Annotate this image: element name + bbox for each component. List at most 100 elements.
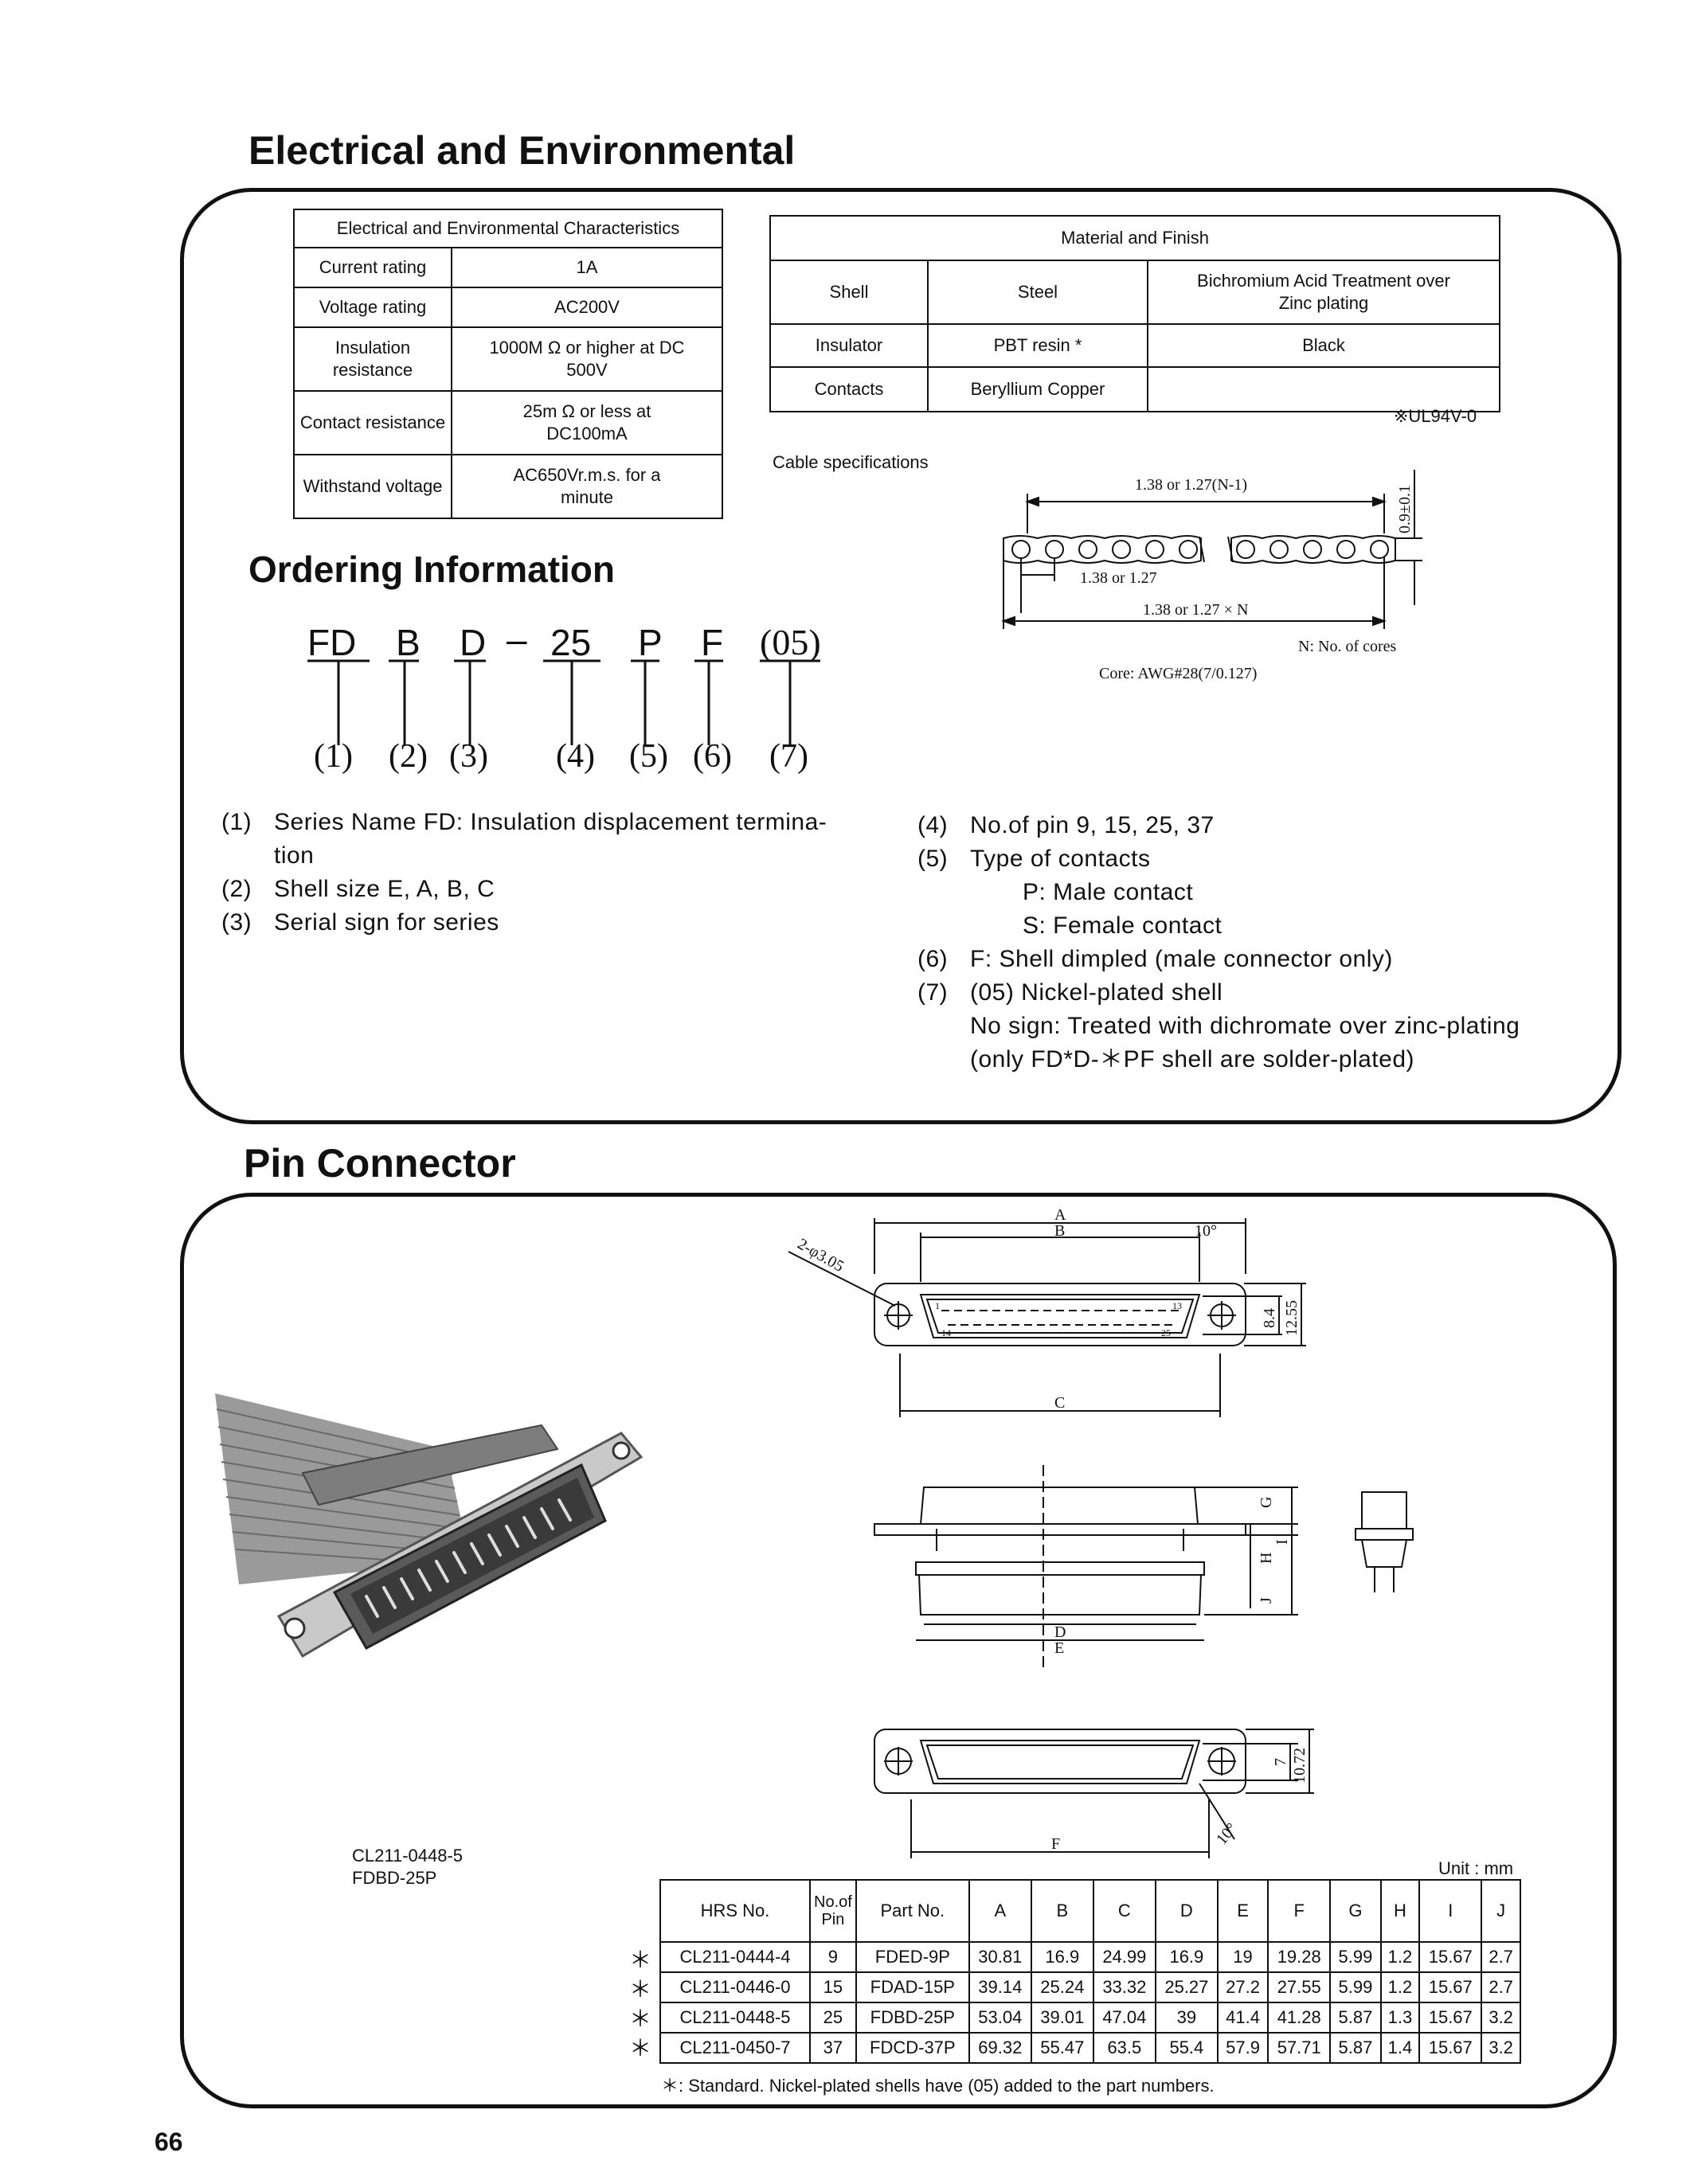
cell: CL211-0444-4 [659,1941,811,1973]
cell: 1.3 [1379,2002,1421,2034]
cell: 57.9 [1216,2032,1269,2064]
cell: 9 [809,1941,857,1973]
row-label: Withstand voltage [293,454,452,519]
cell: 2.7 [1481,1941,1521,1973]
section-title-ordering: Ordering Information [248,549,615,590]
dim-thickness: 0.9±0.1 [1396,485,1414,533]
cell: 30.81 [968,1941,1032,1973]
label-pin-1: 1 [935,1300,940,1311]
photo-caption-hrs: CL211-0448-5 [352,1846,464,1866]
cell: CL211-0446-0 [659,1971,811,2003]
order-num-7: (7) [769,738,808,775]
electrical-panel [180,188,1622,1124]
order-code-shell: B [396,622,421,663]
desc-line: S: Female contact [1023,912,1223,939]
desc-line: (3)Serial sign for series [221,909,499,936]
col-h: H [1379,1879,1421,1943]
cell: 39 [1154,2002,1219,2034]
order-code-contact: P [638,622,663,663]
col-hrs-no: HRS No. [659,1879,811,1943]
cell: 5.87 [1329,2002,1382,2034]
cell: 5.99 [1329,1941,1382,1973]
row-value: AC200V [451,287,723,328]
ul94-footnote: ※UL94V-0 [1394,406,1477,426]
cell: 15.67 [1418,2002,1483,2034]
connector-photo [215,1393,644,1659]
standard-mark: ＊ [629,1948,652,1972]
cell: FDED-9P [855,1941,970,1973]
cell: 41.4 [1216,2002,1269,2034]
cell: 25 [809,2002,857,2034]
label-pin-13: 13 [1172,1300,1182,1311]
table-footnote: ＊: Standard. Nickel-plated shells have (… [661,2076,1215,2096]
unit-label: Unit : mm [1438,1858,1514,1878]
label-angle-bottom: 10° [1213,1820,1241,1849]
dimension-table: HRS No. No.of Pin Part No. A B C D E F G… [659,1879,1521,2064]
desc-line: (only FD*D-＊PF shell are solder-plated) [970,1046,1415,1072]
cell: 1.2 [1379,1971,1421,2003]
desc-line: P: Male contact [1023,879,1194,905]
row-value: AC650Vr.m.s. for a minute [451,454,723,519]
cell: 3.2 [1481,2002,1521,2034]
table-header: Material and Finish [769,215,1500,261]
col-j: J [1481,1879,1521,1943]
cell: 2.7 [1481,1971,1521,2003]
cell: 69.32 [968,2032,1032,2064]
desc-line: (6)F: Shell dimpled (male connector only… [917,946,1393,972]
order-num-2: (2) [389,738,428,775]
cell: 15.67 [1418,2032,1483,2064]
material-name: PBT resin * [927,323,1148,368]
cell: 55.47 [1030,2032,1094,2064]
material-name: Steel [927,260,1148,325]
col-a: A [968,1879,1032,1943]
cell: 15.67 [1418,1971,1483,2003]
label-H: H [1258,1553,1275,1564]
label-G: G [1258,1497,1275,1508]
order-code-dash: – [507,619,527,660]
standard-mark: ＊ [629,1977,652,2002]
desc-line: (1)Series Name FD: Insulation displaceme… [221,809,827,835]
cell: 3.2 [1481,2032,1521,2064]
photo-caption-part: FDBD-25P [352,1868,437,1888]
cell: 33.32 [1092,1971,1156,2003]
standard-mark: ＊ [629,2006,652,2031]
label-angle-top: 10° [1195,1222,1217,1240]
cell: 16.9 [1154,1941,1219,1973]
cell: 19.28 [1267,1941,1332,1973]
cell: 39.14 [968,1971,1032,2003]
cell: 57.71 [1267,2032,1332,2064]
cell: 25.24 [1030,1971,1094,2003]
dim-pitch-single: 1.38 or 1.27 [1080,569,1157,587]
col-g: G [1329,1879,1382,1943]
cell: 1.4 [1379,2032,1421,2064]
dim-pitch-top: 1.38 or 1.27(N-1) [1135,476,1247,494]
table-header: Electrical and Environmental Characteris… [293,209,723,248]
standard-mark: ＊ [629,2036,652,2061]
order-num-3: (3) [449,738,488,775]
cell: CL211-0448-5 [659,2002,811,2034]
connector-drawings: A B 10° 2-φ3.05 1 13 14 25 C 8.4 12.55 G… [788,1206,1414,1858]
label-C: C [1054,1394,1065,1412]
material-part: Insulator [769,323,929,368]
pin-connector-panel [180,1193,1617,2108]
desc-line: (5)Type of contacts [917,846,1151,872]
cable-note-n: N: No. of cores [1298,638,1397,655]
label-D: D [1054,1623,1066,1641]
desc-line: tion [274,842,315,869]
col-f: F [1267,1879,1332,1943]
material-finish [1147,366,1500,412]
cell: 1.2 [1379,1941,1421,1973]
label-I: I [1273,1539,1291,1545]
col-i: I [1418,1879,1483,1943]
col-b: B [1030,1879,1094,1943]
cell: 24.99 [1092,1941,1156,1973]
label-hole: 2-φ3.05 [795,1235,847,1276]
cell: 27.2 [1216,1971,1269,2003]
ordering-desc-right: (4)No.of pin 9, 15, 25, 37 (5)Type of co… [917,809,1602,1076]
row-label: Voltage rating [293,287,452,328]
col-c: C [1092,1879,1156,1943]
col-part-no: Part No. [855,1879,970,1943]
